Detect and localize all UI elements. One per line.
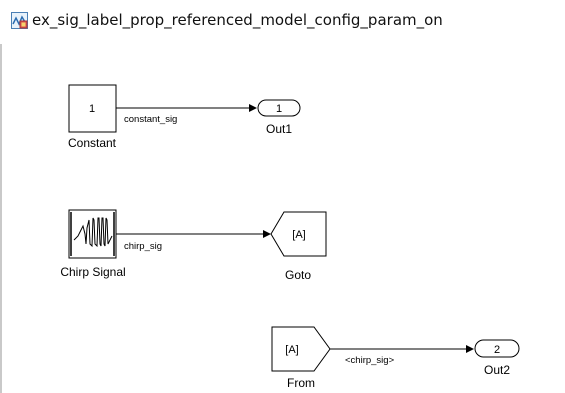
chirp-signal-block[interactable] bbox=[68, 209, 117, 259]
chirp-signal-text: chirp_sig bbox=[124, 241, 162, 252]
chirp-signal-label: Chirp Signal bbox=[60, 265, 125, 279]
out1-port[interactable]: 1 bbox=[257, 99, 301, 117]
from-block[interactable]: [A] bbox=[271, 326, 331, 372]
goto-block[interactable]: [A] bbox=[270, 211, 327, 257]
window-title: ex_sig_label_prop_referenced_model_confi… bbox=[32, 11, 443, 29]
propagated-signal-label: <chirp_sig> bbox=[345, 355, 395, 366]
out2-label: Out2 bbox=[484, 363, 510, 377]
out2-number: 2 bbox=[494, 344, 500, 356]
from-tag: [A] bbox=[285, 344, 298, 356]
canvas-left-border bbox=[0, 44, 2, 393]
constant-signal-label: constant_sig bbox=[124, 114, 177, 125]
from-label: From bbox=[287, 376, 315, 390]
out2-port[interactable]: 2 bbox=[474, 339, 520, 358]
constant-block[interactable]: 1 bbox=[68, 84, 117, 133]
title-bar: ex_sig_label_prop_referenced_model_confi… bbox=[0, 0, 565, 44]
goto-label: Goto bbox=[285, 268, 311, 282]
out1-label: Out1 bbox=[266, 122, 292, 136]
constant-label: Constant bbox=[68, 136, 117, 150]
goto-tag: [A] bbox=[292, 229, 305, 241]
simulink-model-icon bbox=[11, 12, 28, 29]
chirp-waveform-icon bbox=[70, 212, 115, 256]
constant-value: 1 bbox=[89, 103, 95, 115]
out1-number: 1 bbox=[276, 103, 282, 115]
